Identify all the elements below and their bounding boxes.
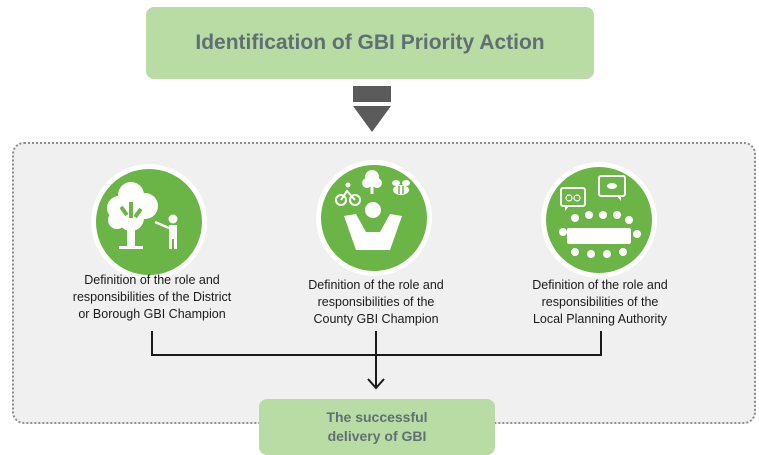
caption-line: Definition of the role and (84, 273, 220, 287)
caption-line: Local Planning Authority (532, 312, 668, 326)
caption-line: Definition of the role and (532, 278, 668, 292)
down-arrow-icon (353, 86, 391, 132)
caption-line: responsibilities of the (541, 295, 659, 309)
caption-line: County GBI Champion (313, 312, 439, 326)
champion-icon (316, 160, 432, 276)
planning-authority-circle (539, 160, 659, 280)
outcome-line: The successful (326, 409, 428, 425)
planning-authority-caption: Definition of the role and responsibilit… (495, 277, 705, 328)
priority-action-box: Identification of GBI Priority Action (146, 7, 594, 79)
tree-person-icon (91, 164, 207, 280)
caption-line: or Borough GBI Champion (78, 307, 226, 321)
district-champion-caption: Definition of the role and responsibilit… (47, 272, 257, 323)
county-champion-circle (314, 158, 434, 278)
priority-action-title: Identification of GBI Priority Action (195, 31, 545, 54)
district-champion-circle (89, 162, 209, 282)
outcome-line: delivery of GBI (327, 428, 427, 444)
caption-line: responsibilities of the District (72, 290, 232, 304)
caption-line: responsibilities of the (317, 295, 435, 309)
caption-line: Definition of the role and (308, 278, 444, 292)
county-champion-caption: Definition of the role and responsibilit… (271, 277, 481, 328)
successful-delivery-box: The successful delivery of GBI (259, 399, 495, 455)
meeting-icon (541, 162, 657, 278)
